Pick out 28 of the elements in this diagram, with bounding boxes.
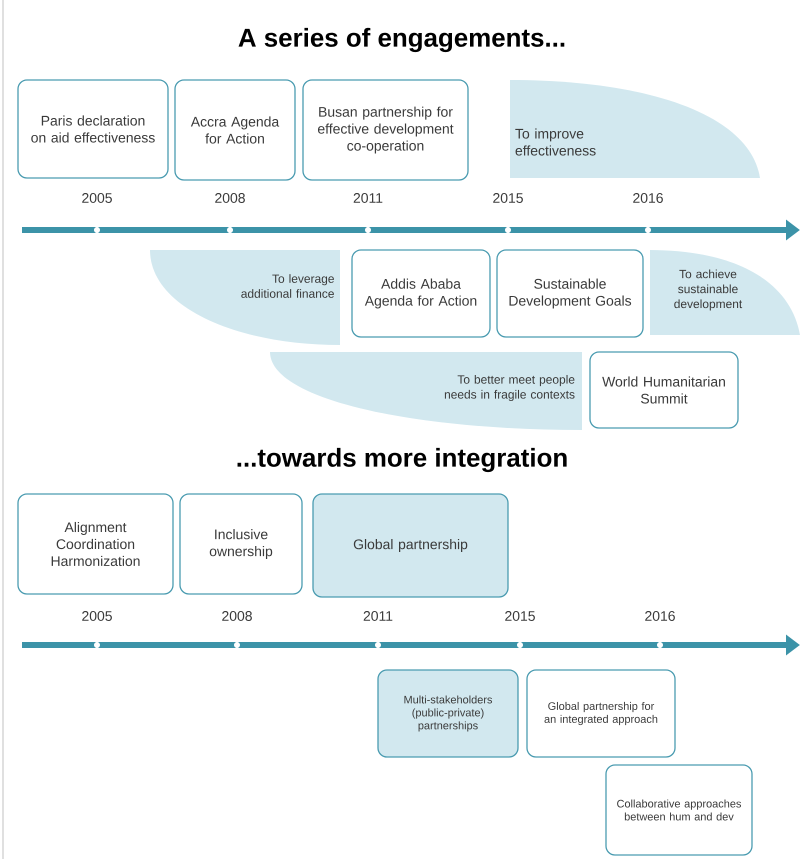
process-box: Global partnership for an integrated approach [526, 669, 676, 758]
goal-band: To leverage additional finance [150, 250, 340, 345]
year-label: 2005 [82, 193, 112, 203]
process-box: Collaborative approaches between hum and dev [605, 764, 753, 856]
year-label: 2011 [364, 611, 392, 621]
year-label: 2016 [633, 193, 663, 203]
year-label: 2015 [505, 611, 535, 621]
title: A series of engagements... [238, 28, 564, 52]
process-box: Inclusive ownership [179, 493, 303, 595]
year-label: 2011 [354, 193, 382, 203]
year-label: 2015 [493, 193, 523, 203]
goal-band: To better meet people needs in fragile contexts [270, 352, 582, 430]
goal-band: To improve effectiveness [510, 80, 760, 178]
process-box: Sustainable Development Goals [496, 249, 644, 338]
process-box: Busan partnership for effective development co-operation [302, 79, 469, 181]
section-heading: ...towards more integration [238, 448, 567, 472]
process-box: World Humanitarian Summit [589, 351, 739, 429]
year-label: 2016 [645, 611, 675, 621]
process-box: Accra Agenda for Action [174, 79, 296, 181]
process-box: Addis Ababa Agenda for Action [351, 249, 491, 338]
process-box: Global partnership [312, 493, 509, 598]
year-label: 2008 [215, 193, 245, 203]
year-label: 2005 [82, 611, 112, 621]
goal-band: To achieve sustainable development [650, 250, 800, 335]
process-box: Multi-stakeholders (public-private) partnerships [377, 669, 519, 758]
process-box: Alignment Coordination Harmonization [17, 493, 174, 595]
process-box: Paris declaration on aid effectiveness [17, 79, 169, 179]
year-label: 2008 [222, 611, 252, 621]
